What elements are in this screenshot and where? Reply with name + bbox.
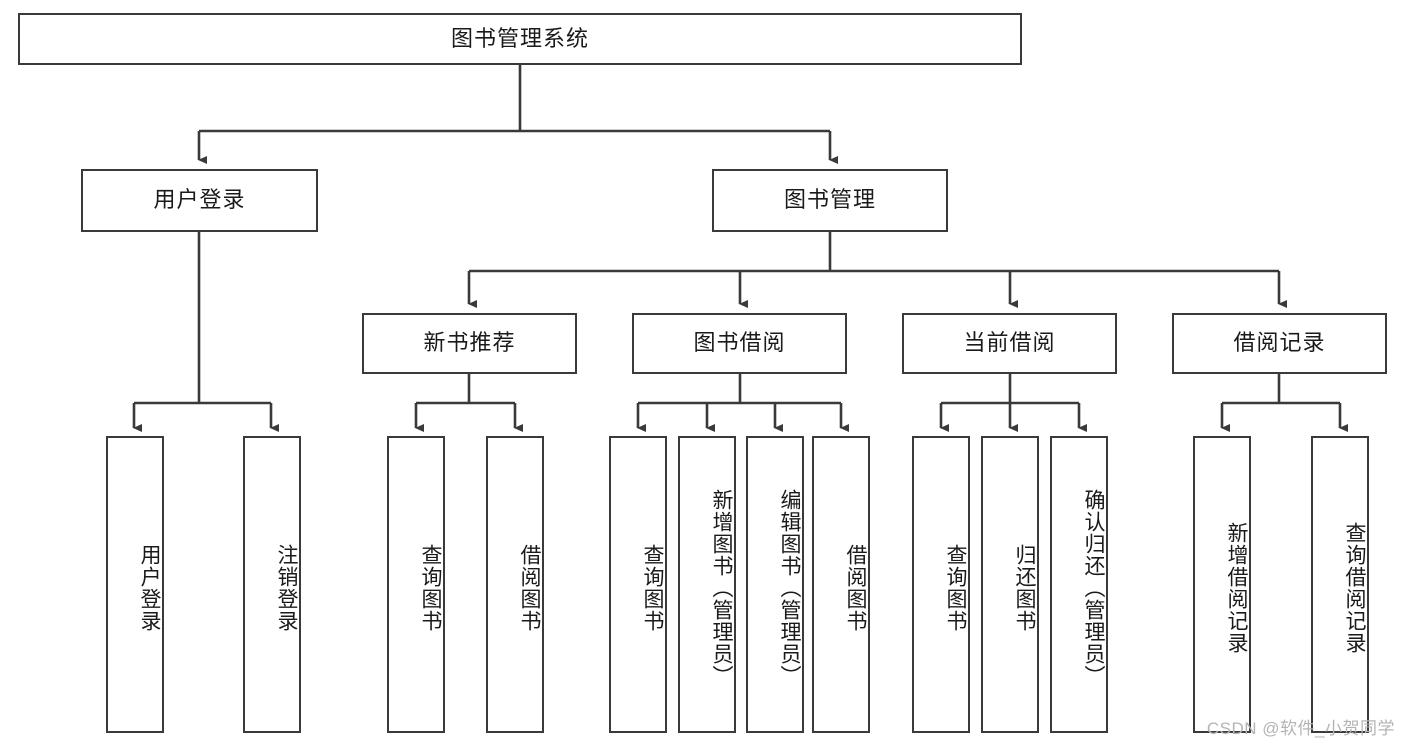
node-root-label: 图书管理系统 (450, 25, 589, 51)
node-root[interactable]: 图书管理系统 (18, 13, 1022, 65)
leaf-query-book-current-label: 查询图书 (944, 543, 967, 632)
leaf-edit-book-admin-label: 编辑图书（管理员） (778, 488, 801, 687)
leaf-borrow-book-newbook-label: 借阅图书 (518, 543, 541, 632)
node-borrow-record[interactable]: 借阅记录 (1172, 313, 1387, 374)
leaf-add-book-admin-label: 新增图书（管理员） (710, 488, 733, 687)
leaf-query-borrow-record-label: 查询借阅记录 (1343, 521, 1366, 654)
leaf-user-login[interactable]: 用户登录 (106, 436, 164, 733)
node-user-login-label: 用户登录 (153, 187, 246, 213)
leaf-logout[interactable]: 注销登录 (243, 436, 301, 733)
leaf-return-book[interactable]: 归还图书 (981, 436, 1039, 733)
leaf-query-book-borrow[interactable]: 查询图书 (609, 436, 667, 733)
leaf-query-book-current[interactable]: 查询图书 (912, 436, 970, 733)
leaf-confirm-return-admin[interactable]: 确认归还（管理员） (1050, 436, 1108, 733)
leaf-user-login-label: 用户登录 (138, 543, 161, 632)
leaf-edit-book-admin[interactable]: 编辑图书（管理员） (746, 436, 804, 733)
leaf-borrow-book-newbook[interactable]: 借阅图书 (486, 436, 544, 733)
leaf-confirm-return-admin-label: 确认归还（管理员） (1082, 488, 1105, 687)
node-book-management[interactable]: 图书管理 (712, 169, 948, 232)
leaf-query-borrow-record[interactable]: 查询借阅记录 (1311, 436, 1369, 733)
csdn-watermark: CSDN @软件_小贺同学 (1206, 719, 1395, 738)
leaf-add-borrow-record[interactable]: 新增借阅记录 (1193, 436, 1251, 733)
leaf-query-book-newbook[interactable]: 查询图书 (387, 436, 445, 733)
node-current-borrow-label: 当前借阅 (963, 330, 1056, 356)
node-user-login[interactable]: 用户登录 (81, 169, 318, 232)
leaf-query-book-newbook-label: 查询图书 (419, 543, 442, 632)
leaf-return-book-label: 归还图书 (1013, 543, 1036, 632)
leaf-borrow-book[interactable]: 借阅图书 (812, 436, 870, 733)
node-new-book-recommend-label: 新书推荐 (423, 330, 516, 356)
leaf-add-book-admin[interactable]: 新增图书（管理员） (678, 436, 736, 733)
node-book-borrow[interactable]: 图书借阅 (632, 313, 847, 374)
leaf-add-borrow-record-label: 新增借阅记录 (1225, 521, 1248, 654)
node-book-management-label: 图书管理 (783, 187, 876, 213)
node-borrow-record-label: 借阅记录 (1233, 330, 1326, 356)
node-book-borrow-label: 图书借阅 (693, 330, 786, 356)
leaf-query-book-borrow-label: 查询图书 (641, 543, 664, 632)
leaf-borrow-book-label: 借阅图书 (844, 543, 867, 632)
node-new-book-recommend[interactable]: 新书推荐 (362, 313, 577, 374)
leaf-logout-label: 注销登录 (275, 543, 298, 632)
node-current-borrow[interactable]: 当前借阅 (902, 313, 1117, 374)
